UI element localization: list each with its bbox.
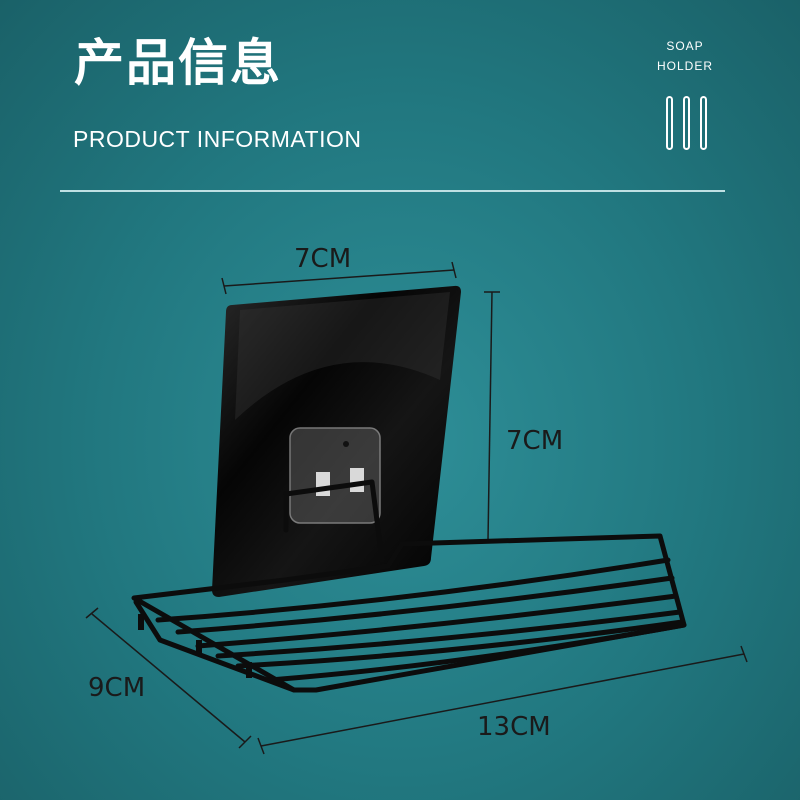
plate-highlight (235, 292, 450, 420)
hook-clip-right (350, 468, 364, 492)
dimension-label-top-width: 7CM (294, 244, 352, 274)
clear-hook (289, 427, 381, 524)
dimension-label-height: 7CM (506, 426, 564, 456)
page-title-chinese: 产品信息 (74, 34, 282, 92)
brand-label-line2: HOLDER (656, 59, 713, 73)
header-divider (60, 190, 725, 192)
wire-basket (131, 479, 687, 693)
decorative-bar (700, 96, 707, 150)
hook-screw-hole (343, 441, 349, 447)
brand-label-line1: SOAP (666, 39, 704, 53)
brand-label: SOAP HOLDER (640, 36, 730, 76)
dimension-label-depth: 9CM (88, 673, 146, 703)
dimension-label-length: 13CM (477, 712, 551, 742)
page-title-english: PRODUCT INFORMATION (73, 126, 362, 152)
decorative-bar (666, 96, 673, 150)
dimension-lines (85, 261, 748, 755)
hook-clip-left (316, 472, 330, 496)
basket-feet (138, 614, 252, 678)
decorative-bars-icon (666, 96, 710, 152)
decorative-bar (683, 96, 690, 150)
